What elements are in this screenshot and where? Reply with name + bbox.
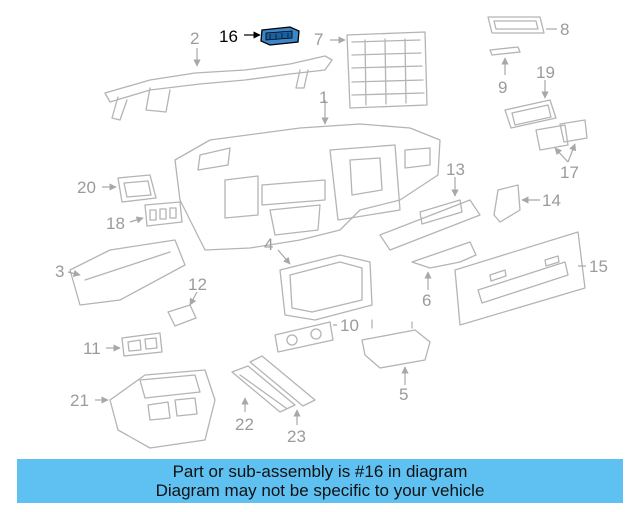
callout-3: 3 (55, 262, 64, 281)
part-2-support-beam (104, 55, 333, 121)
part-3-bin (69, 239, 186, 306)
callout-9: 9 (498, 78, 507, 97)
banner-line-2: Diagram may not be specific to your vehi… (155, 481, 485, 500)
part-17-vents (535, 119, 588, 151)
part-12-bracket (167, 304, 197, 327)
part-8 (487, 16, 545, 34)
part-18-switch-panel (144, 201, 183, 227)
parts-diagram: 16 2 7 8 9 19 17 1 20 18 13 14 4 3 15 12… (55, 16, 608, 449)
callout-8: 8 (560, 20, 569, 39)
callout-20: 20 (77, 178, 96, 197)
callout-23: 23 (287, 427, 306, 446)
part-7-junction-block (346, 31, 428, 109)
callout-13: 13 (446, 160, 465, 179)
part-14 (493, 184, 521, 223)
part-9 (489, 46, 521, 56)
callout-15: 15 (589, 257, 608, 276)
part-6-bracket (411, 241, 477, 269)
callout-5: 5 (399, 385, 408, 404)
callout-10: 10 (340, 316, 359, 335)
callout-21: 21 (70, 391, 89, 410)
part-13-glove-door (379, 199, 481, 251)
callout-17: 17 (560, 163, 579, 182)
part-21-console (109, 369, 216, 449)
callout-16: 16 (219, 27, 238, 46)
part-11-switch (121, 332, 163, 357)
info-banner: Part or sub-assembly is #16 in diagram D… (17, 459, 623, 503)
part-20 (117, 174, 157, 203)
part-19-vent (504, 99, 557, 129)
callout-18: 18 (106, 214, 125, 233)
callout-22: 22 (235, 415, 254, 434)
part-5-bracket (361, 319, 431, 369)
part-10-control-panel (274, 321, 334, 353)
callout-4: 4 (264, 235, 273, 254)
callout-1: 1 (319, 88, 328, 107)
part-1-instrument-panel (174, 123, 441, 251)
callout-12: 12 (188, 275, 207, 294)
callout-14: 14 (542, 191, 561, 210)
banner-line-1: Part or sub-assembly is #16 in diagram (172, 462, 468, 481)
callout-19: 19 (536, 63, 555, 82)
part-23-trim (249, 355, 316, 407)
callout-2: 2 (190, 29, 199, 48)
part-22-trim (231, 365, 296, 413)
part-15-panel (454, 231, 586, 326)
callout-6: 6 (422, 291, 431, 310)
part-4-glove-bin (279, 254, 373, 321)
part-16-highlighted (260, 26, 300, 46)
callout-7: 7 (314, 30, 323, 49)
callout-11: 11 (83, 339, 101, 358)
